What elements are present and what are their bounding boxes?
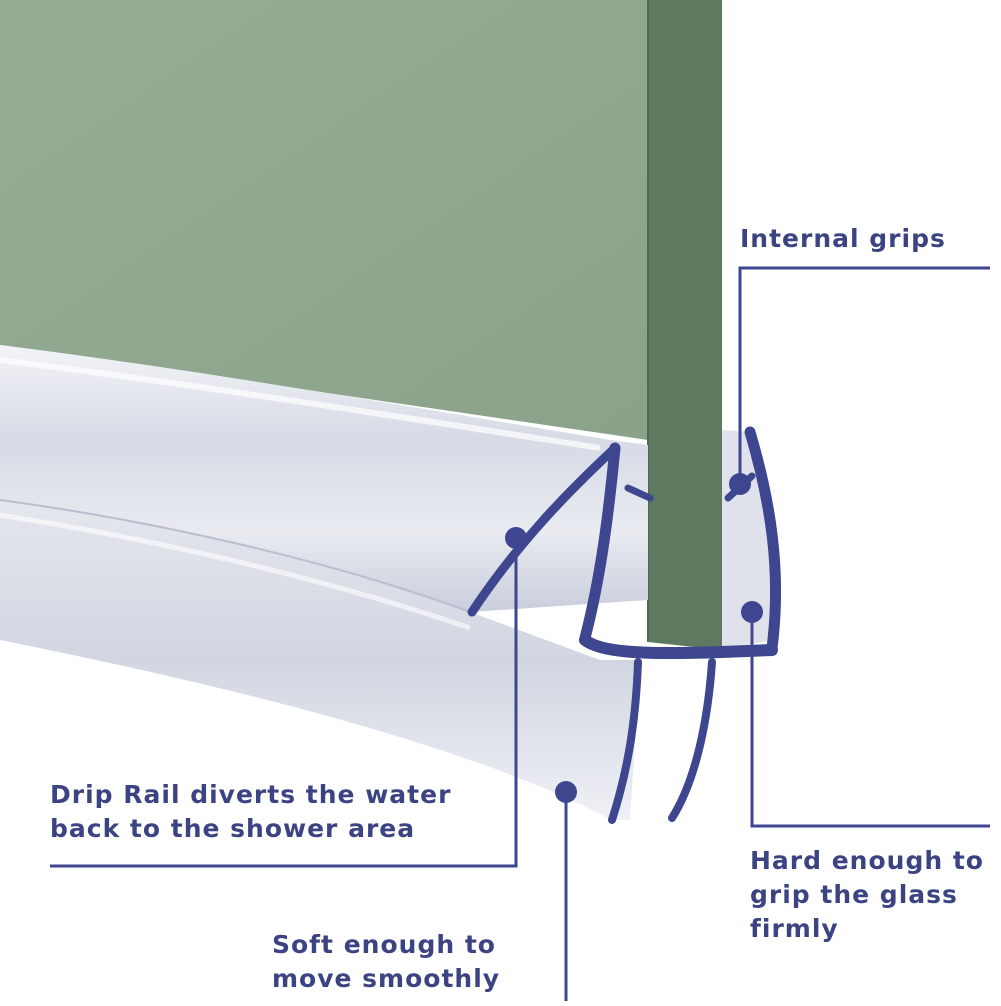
glass-panel xyxy=(0,0,648,440)
marker-drip-rail xyxy=(505,527,527,549)
label-line: Hard enough to xyxy=(750,846,984,875)
seal-lower-body xyxy=(0,500,640,820)
glass-edge xyxy=(648,0,722,650)
seal-upper-body xyxy=(0,345,648,612)
label-line: Soft enough to xyxy=(272,930,496,959)
label-line: grip the glass xyxy=(750,880,958,909)
label-line: Internal grips xyxy=(740,224,946,253)
marker-internal-grips xyxy=(729,473,751,495)
label-line: Drip Rail diverts the water xyxy=(50,780,452,809)
label-line: move smoothly xyxy=(272,964,501,993)
label-line: back to the shower area xyxy=(50,814,416,843)
leader-drip-rail xyxy=(50,538,518,868)
label-internal-grips: Internal grips xyxy=(740,222,946,256)
label-hard-enough: Hard enough to grip the glass firmly xyxy=(750,844,984,946)
leader-internal-grips xyxy=(738,266,990,484)
label-drip-rail: Drip Rail diverts the water back to the … xyxy=(50,778,451,846)
marker-soft-enough xyxy=(555,781,577,803)
seal-profile-outline xyxy=(467,426,782,824)
label-soft-enough: Soft enough to move smoothly xyxy=(272,928,500,996)
label-line: firmly xyxy=(750,914,839,943)
leader-hard-enough xyxy=(750,612,990,828)
marker-hard-enough xyxy=(741,601,763,623)
